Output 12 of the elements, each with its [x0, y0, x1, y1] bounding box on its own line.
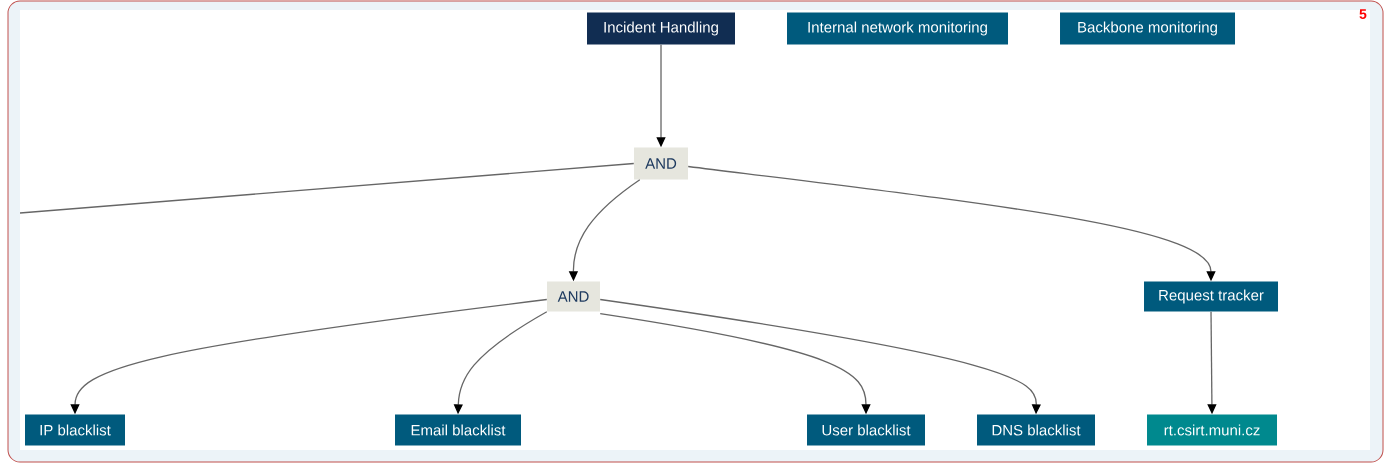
- system-box: Internal network monitoring: [787, 12, 1008, 45]
- system-box: IP blacklist: [25, 414, 125, 446]
- system-box: Email blacklist: [395, 414, 521, 446]
- system-box: Request tracker: [1144, 281, 1278, 312]
- system-box: DNS blacklist: [977, 414, 1095, 446]
- gate-box: AND: [547, 281, 600, 312]
- page-number: 5: [1359, 9, 1367, 19]
- system-box: Backbone monitoring: [1060, 12, 1235, 45]
- system-box: User blacklist: [807, 414, 925, 446]
- task-box: Incident Handling: [587, 12, 735, 45]
- gate-box: AND: [634, 147, 688, 180]
- host-box: rt.csirt.muni.cz: [1147, 414, 1277, 446]
